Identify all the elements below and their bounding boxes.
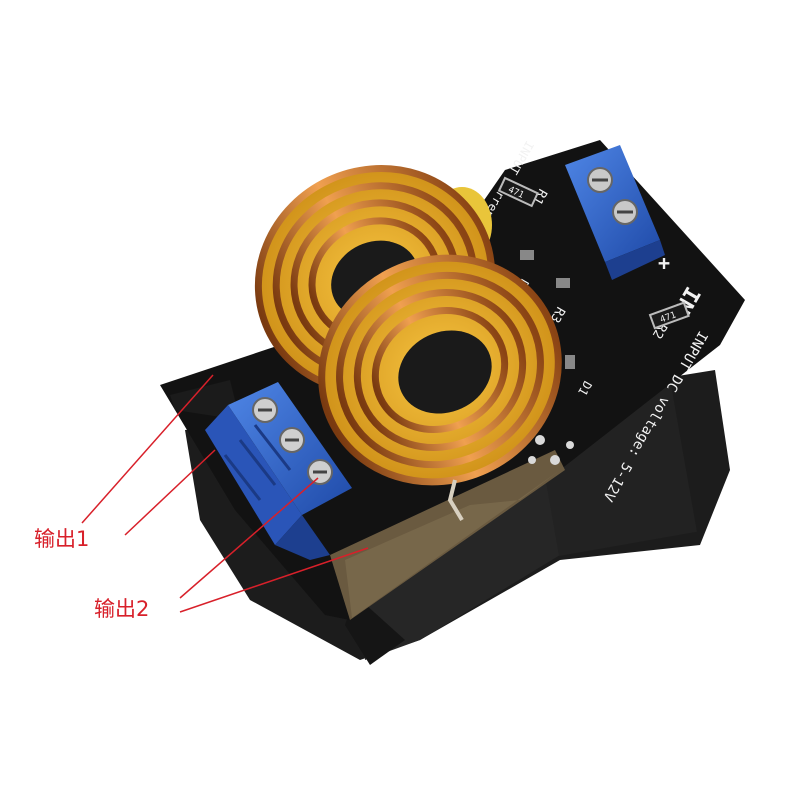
callout-line-output2-a [179,477,319,599]
output-terminal-block [205,382,352,560]
smd-resistors: 471 471 [497,176,690,369]
silkscreen-d1: D1 [575,379,594,399]
input-terminal-block [565,145,665,280]
callout-line-output2-b [179,547,369,613]
callout-line-output1-b [124,449,216,536]
callout-lines [81,374,369,613]
solder-points [528,435,574,465]
output1-label: 输出1 [34,527,90,551]
output2-label: 输出2 [94,597,150,621]
toroid-coil-front [318,254,562,522]
silkscreen-plus: + [658,251,670,275]
callout-line-output1-a [81,374,214,524]
